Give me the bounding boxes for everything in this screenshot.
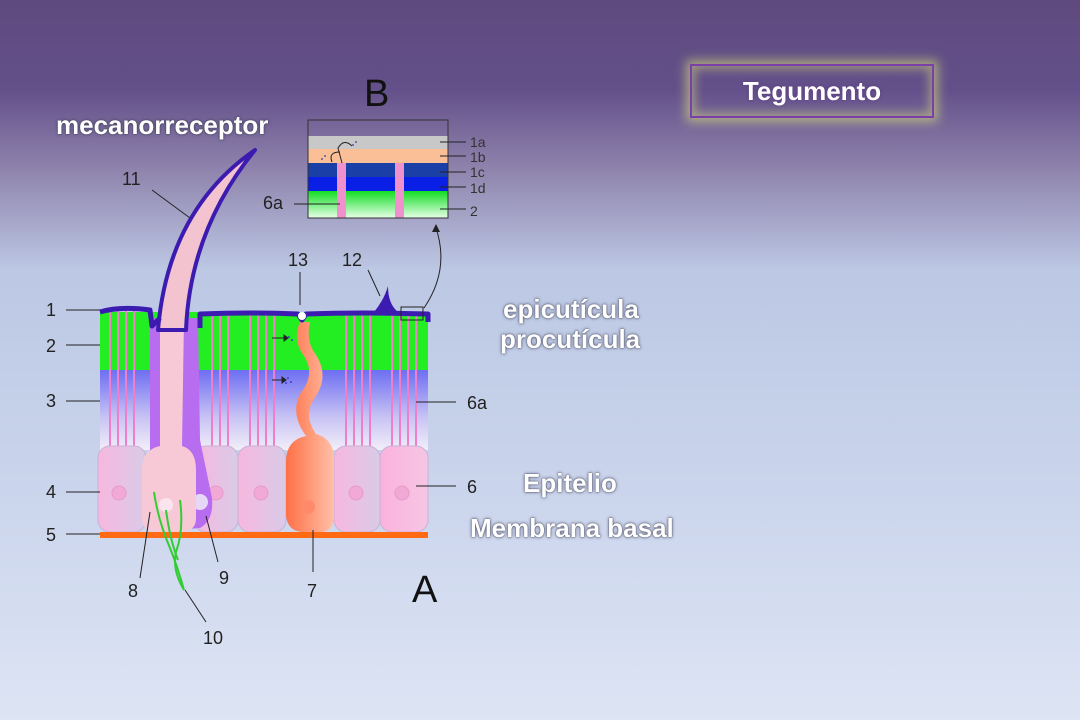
callout-1: 1 bbox=[46, 300, 56, 320]
callout-3: 3 bbox=[46, 391, 56, 411]
procuticle-label: procutícula bbox=[500, 324, 641, 354]
diagram-a: 1 2 3 4 5 6 6a 7 8 9 10 11 12 13 A bbox=[46, 148, 488, 648]
cuticular-spine bbox=[374, 286, 398, 312]
gland-nucleus bbox=[301, 500, 315, 514]
epicuticle-layer bbox=[99, 305, 162, 329]
pore-canal-b-2 bbox=[395, 163, 404, 218]
callout-13: 13 bbox=[288, 250, 308, 270]
callout-6a: 6a bbox=[467, 393, 488, 413]
zoom-arrow bbox=[423, 227, 442, 309]
layer-1a bbox=[308, 136, 448, 149]
layer-1d bbox=[308, 177, 448, 191]
callout-b-6a: 6a bbox=[263, 193, 284, 213]
callout-11: 11 bbox=[122, 169, 141, 189]
callout-6: 6 bbox=[467, 477, 477, 497]
seta bbox=[156, 148, 257, 332]
layer-1b bbox=[308, 149, 448, 163]
epithelium-label: Epitelio bbox=[523, 468, 617, 498]
basal-membrane bbox=[100, 532, 428, 538]
callout-2: 2 bbox=[46, 336, 56, 356]
epicuticle-label: epicutícula bbox=[503, 294, 639, 324]
callout-lines bbox=[66, 189, 456, 623]
callout-5: 5 bbox=[46, 525, 56, 545]
panel-letter-b: B bbox=[364, 73, 389, 115]
callout-b-2: 2 bbox=[470, 203, 478, 219]
callout-10: 10 bbox=[203, 628, 223, 648]
callout-9: 9 bbox=[219, 568, 229, 588]
endocuticle-layer bbox=[100, 370, 428, 450]
callout-8: 8 bbox=[128, 581, 138, 601]
callout-1a: 1a bbox=[470, 134, 486, 150]
pore-canals bbox=[109, 310, 417, 448]
secretion-arrows bbox=[272, 334, 289, 384]
callout-1c: 1c bbox=[470, 164, 485, 180]
mechanoreceptor-label: mecanorreceptor bbox=[56, 110, 269, 140]
gland-pore bbox=[298, 312, 306, 320]
diagram-b: B 1a 1b 1c 1d 2 6a bbox=[263, 73, 486, 219]
cell-nuclei bbox=[111, 485, 410, 501]
nerve-fibers bbox=[153, 491, 185, 591]
callout-1d: 1d bbox=[470, 180, 486, 196]
panel-letter-a: A bbox=[412, 569, 438, 611]
inset-frame bbox=[307, 119, 449, 219]
trichogen-cell bbox=[142, 318, 196, 532]
dermal-gland bbox=[286, 322, 334, 532]
basal-membrane-label: Membrana basal bbox=[470, 513, 674, 543]
pore-canal-b-1 bbox=[337, 163, 346, 218]
callout-4: 4 bbox=[46, 482, 56, 502]
inset-callout-lines bbox=[294, 141, 466, 210]
callout-1b: 1b bbox=[470, 149, 486, 165]
trichogen-nucleus bbox=[159, 498, 173, 512]
layer-1c bbox=[308, 163, 448, 177]
epicuticle-layer-right bbox=[197, 310, 431, 328]
slide-title: Tegumento bbox=[742, 75, 882, 106]
callout-7: 7 bbox=[307, 581, 317, 601]
callout-12: 12 bbox=[342, 250, 362, 270]
zoom-region-box bbox=[400, 306, 424, 321]
title-box: Tegumento bbox=[690, 64, 934, 118]
